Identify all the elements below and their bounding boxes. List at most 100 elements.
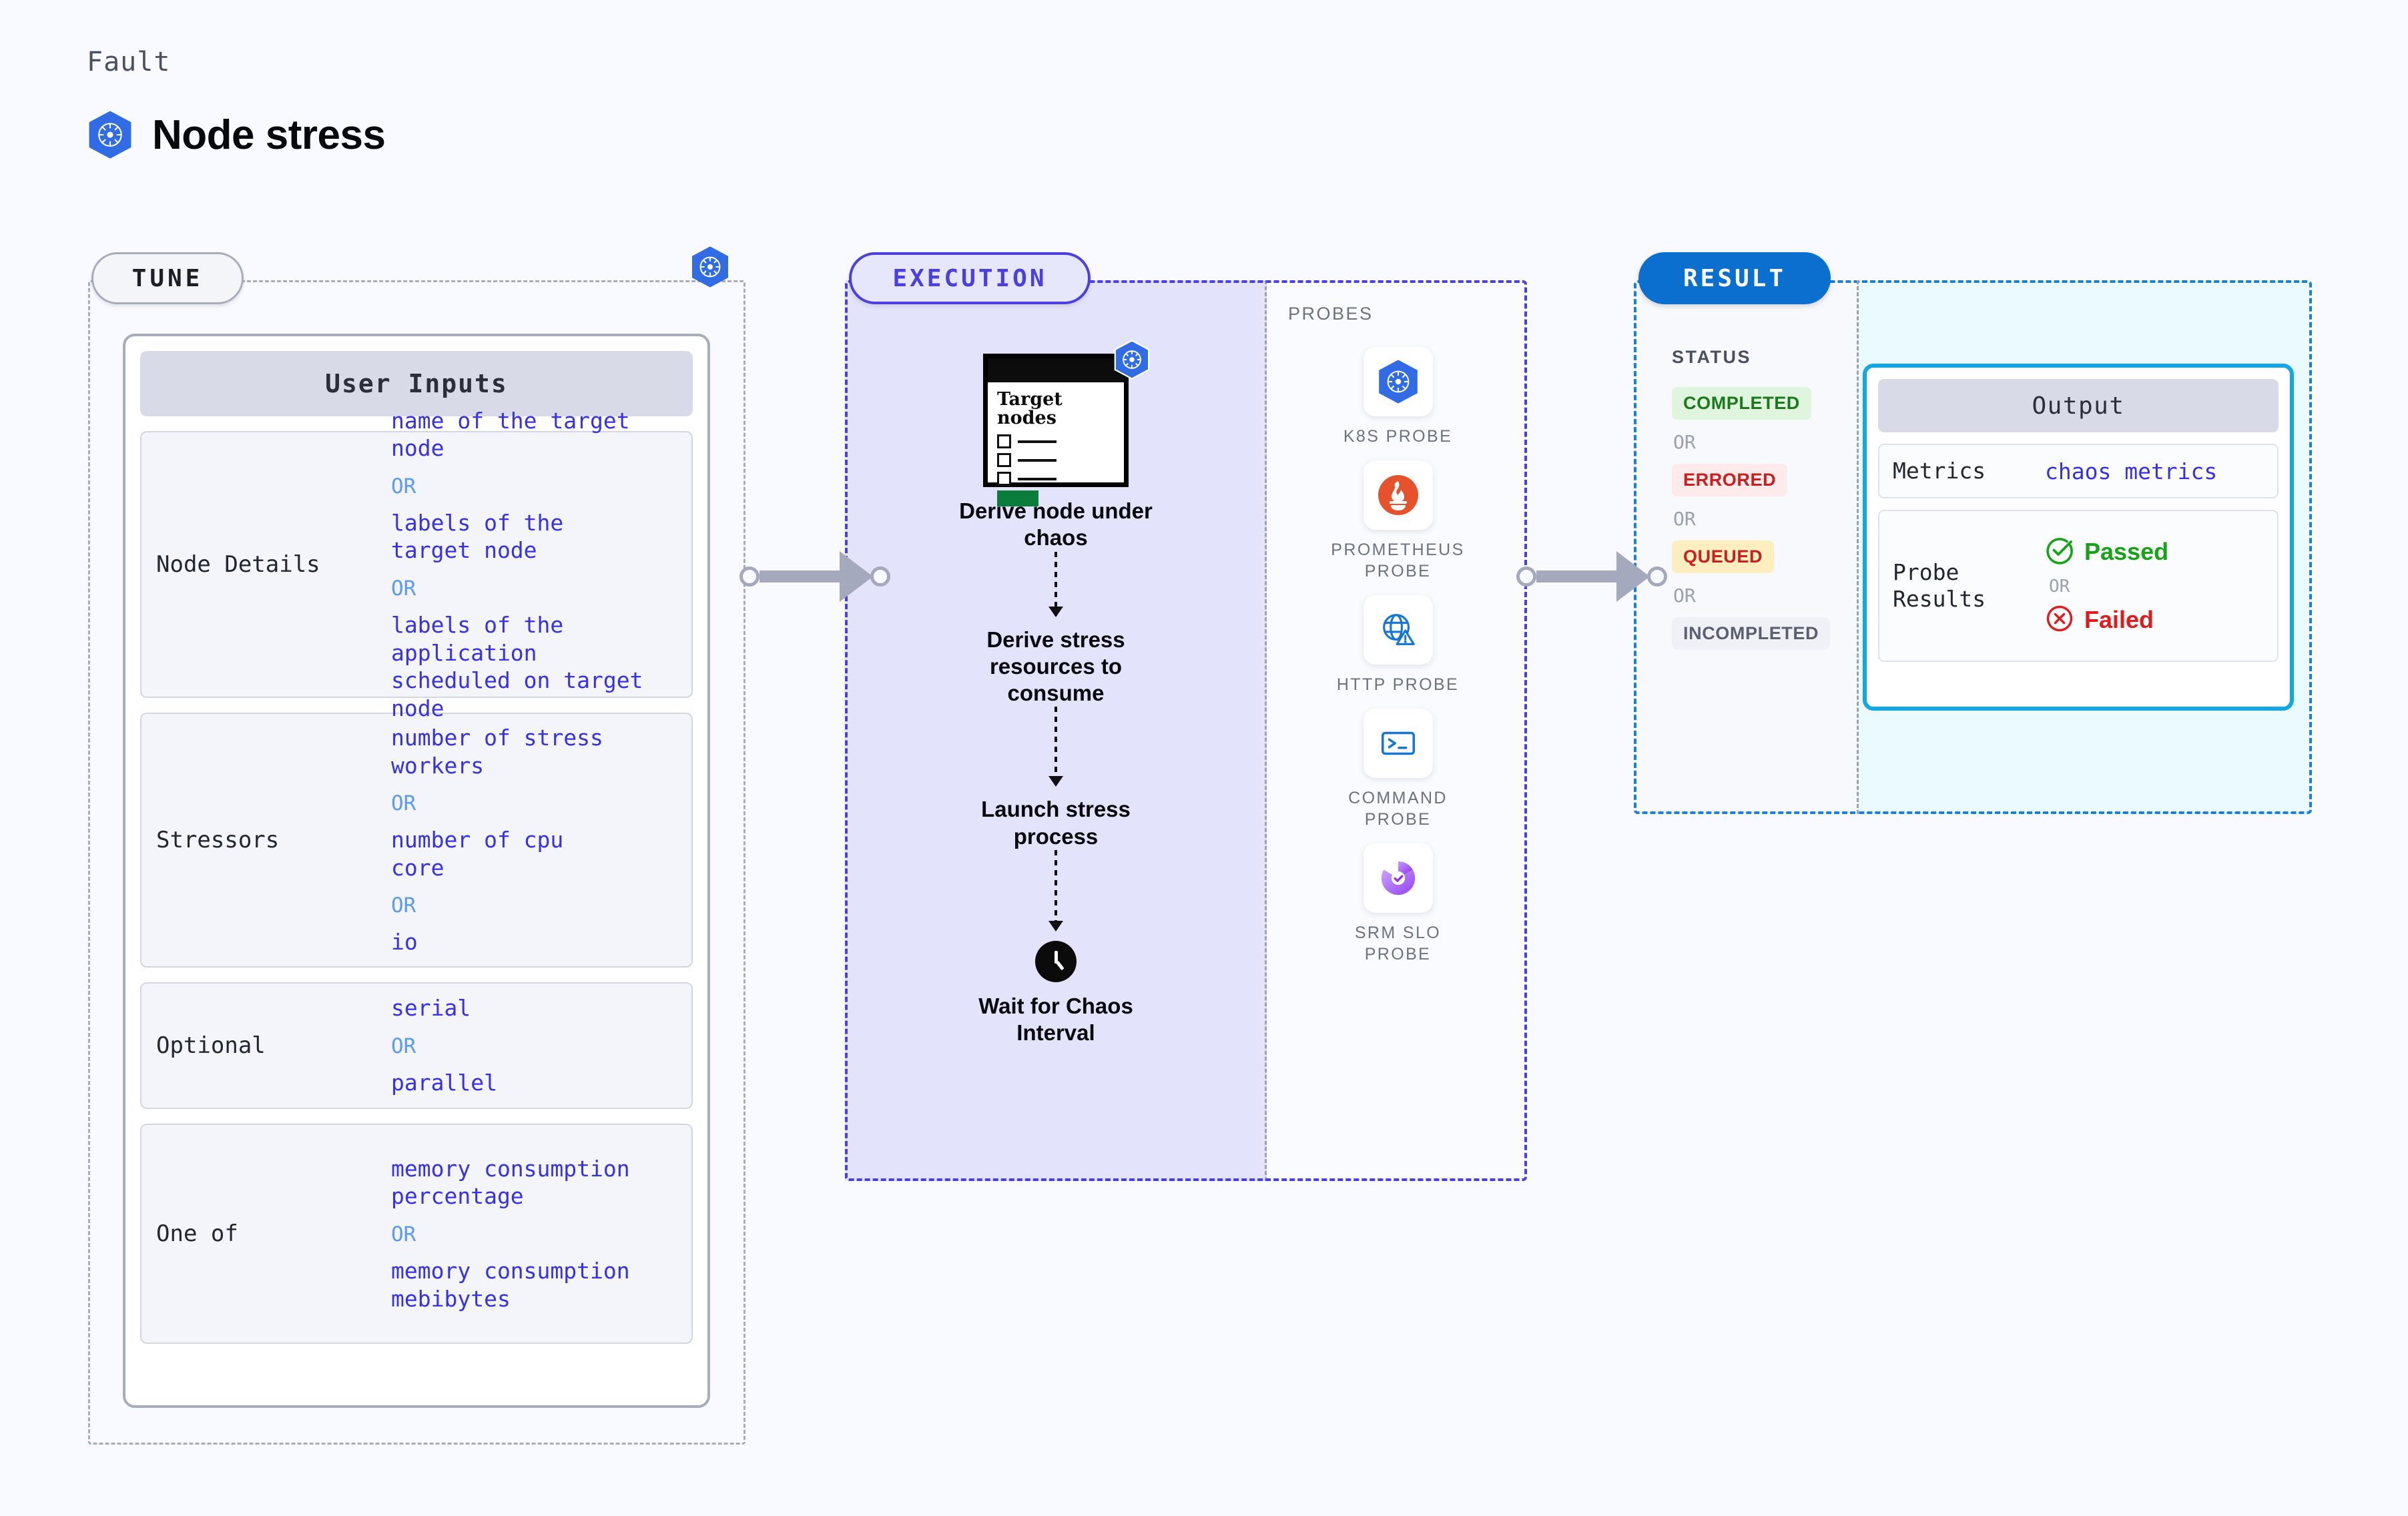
- input-value: io: [391, 929, 418, 956]
- clock-icon: [1035, 940, 1077, 982]
- input-value: memory consumption percentage: [391, 1155, 630, 1210]
- output-key: Metrics: [1893, 457, 1986, 484]
- output-card: Output Metrics chaos metrics Probe Resul…: [1863, 364, 2294, 711]
- input-row-node-details: Node Details name of the target node OR …: [140, 408, 693, 721]
- tune-badge[interactable]: TUNE: [91, 252, 244, 304]
- or-separator: OR: [1673, 431, 1696, 453]
- or-separator: OR: [2049, 576, 2070, 597]
- input-value: parallel: [391, 1070, 497, 1096]
- status-badge-completed: COMPLETED: [1672, 387, 1811, 420]
- tune-container: [88, 280, 745, 1445]
- card-checkbox-list: [997, 434, 1124, 486]
- checkbox-icon: [997, 434, 1011, 449]
- or-separator: OR: [391, 1222, 416, 1246]
- kubernetes-icon: [1363, 347, 1433, 416]
- result-badge[interactable]: RESULT: [1638, 252, 1831, 304]
- kubernetes-icon: [1113, 340, 1151, 380]
- card-titlebar: [988, 358, 1124, 382]
- probe-result-values: Passed OR Failed: [2045, 536, 2168, 637]
- input-key: Stressors: [156, 827, 280, 853]
- connector-line: [760, 571, 841, 583]
- list-item: [997, 453, 1124, 468]
- probe-result-failed-label: Failed: [2084, 606, 2154, 633]
- status-list: COMPLETED OR ERRORED OR QUEUED OR INCOMP…: [1672, 387, 1831, 650]
- card-title: Target nodes: [997, 389, 1063, 429]
- connector-start-dot: [739, 566, 760, 587]
- probe-item-srm-slo[interactable]: SRM SLO PROBE: [1311, 843, 1485, 965]
- target-nodes-card: Target nodes: [983, 340, 1150, 507]
- input-value: serial: [391, 995, 471, 1022]
- input-value: number of stress workers: [391, 725, 603, 779]
- probes-list: K8S PROBE PROMETHEUS PROBE HTTP PROBE CO…: [1269, 347, 1527, 965]
- line-icon: [1018, 440, 1057, 443]
- arrow-head-icon: [840, 551, 873, 602]
- output-key: Probe Results: [1893, 558, 1986, 612]
- checkbox-icon: [997, 453, 1011, 468]
- execution-badge[interactable]: EXECUTION: [849, 252, 1091, 304]
- connector-end-dot: [1647, 566, 1667, 587]
- input-row-stressors: Stressors number of stress workers OR nu…: [140, 713, 693, 968]
- probe-label: K8S PROBE: [1343, 427, 1453, 446]
- probe-result-passed-label: Passed: [2084, 538, 2169, 565]
- input-values: serial OR parallel: [391, 994, 677, 1096]
- connector-tune-to-execution: [739, 551, 890, 602]
- connector-end-dot: [870, 566, 890, 587]
- srm-slo-icon: [1363, 843, 1433, 913]
- output-title: Output: [1878, 379, 2279, 432]
- input-key: One of: [156, 1220, 238, 1247]
- execution-flow: Target nodes Derive node under chaos Der…: [845, 334, 1267, 1174]
- step-label: Launch stress process: [981, 797, 1131, 849]
- input-value: name of the target node: [391, 407, 630, 462]
- page-title: Node stress: [152, 111, 386, 158]
- input-value: labels of the application scheduled on t…: [391, 612, 643, 721]
- tune-kubernetes-icon: [690, 246, 730, 288]
- flow-arrow-icon: [1048, 551, 1063, 617]
- output-metrics-value: chaos metrics: [2045, 458, 2218, 484]
- status-badge-incompleted: INCOMPLETED: [1672, 617, 1831, 650]
- input-key: Optional: [156, 1032, 266, 1059]
- probe-label: COMMAND PROBE: [1348, 789, 1448, 829]
- fault-kicker: Fault: [87, 47, 171, 77]
- progress-bar: [997, 490, 1038, 507]
- kubernetes-icon: [87, 110, 133, 159]
- input-key: Node Details: [156, 551, 320, 578]
- list-item: [997, 472, 1124, 486]
- probe-item-k8s[interactable]: K8S PROBE: [1311, 347, 1485, 447]
- or-separator: OR: [391, 577, 416, 601]
- flow-arrow-icon: [1048, 707, 1063, 787]
- step-label: Wait for Chaos Interval: [978, 993, 1133, 1045]
- x-circle-icon: [2045, 604, 2074, 637]
- probe-label: SRM SLO PROBE: [1354, 923, 1442, 964]
- connector-line: [1536, 571, 1618, 583]
- status-badge-queued: QUEUED: [1672, 540, 1775, 573]
- probe-label: PROMETHEUS PROBE: [1331, 540, 1465, 581]
- check-circle-icon: [2045, 536, 2074, 568]
- flow-arrow-icon: [1048, 849, 1063, 931]
- output-row-metrics: Metrics chaos metrics: [1878, 444, 2279, 498]
- input-values: name of the target node OR labels of the…: [391, 407, 677, 723]
- arrow-head-icon: [1616, 551, 1650, 602]
- or-separator: OR: [391, 791, 416, 816]
- probes-title: PROBES: [1288, 304, 1374, 324]
- terminal-icon: [1363, 709, 1433, 778]
- input-value: memory consumption mebibytes: [391, 1258, 630, 1312]
- result-divider: [1857, 280, 1859, 814]
- output-row-probe-results: Probe Results Passed OR Failed: [1878, 510, 2279, 662]
- probe-item-prometheus[interactable]: PROMETHEUS PROBE: [1311, 460, 1485, 582]
- connector-execution-to-result: [1516, 551, 1667, 602]
- user-inputs-title: User Inputs: [140, 351, 693, 416]
- list-item: [997, 434, 1124, 449]
- user-inputs-card: User Inputs Node Details name of the tar…: [123, 334, 710, 1408]
- input-row-one-of: One of memory consumption percentage OR …: [140, 1124, 693, 1344]
- input-row-optional: Optional serial OR parallel: [140, 982, 693, 1109]
- or-separator: OR: [391, 474, 416, 498]
- probe-item-http[interactable]: HTTP PROBE: [1311, 595, 1485, 695]
- globe-warning-icon: [1363, 595, 1433, 665]
- line-icon: [1018, 477, 1057, 480]
- probe-item-command[interactable]: COMMAND PROBE: [1311, 709, 1485, 830]
- prometheus-icon: [1363, 460, 1433, 530]
- input-values: memory consumption percentage OR memory …: [391, 1155, 677, 1312]
- step-label: Derive stress resources to consume: [986, 627, 1125, 706]
- step-label: Derive node under chaos: [959, 498, 1153, 550]
